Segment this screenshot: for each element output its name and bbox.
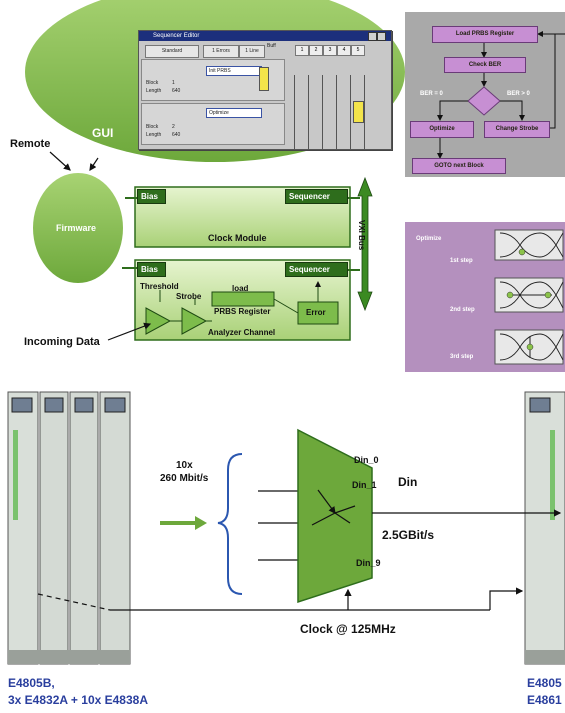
- input-arrow: [160, 516, 207, 530]
- step-2-label: 2nd step: [450, 307, 475, 313]
- col-num: 1: [295, 45, 309, 56]
- vxi-bus-label: VXI Bus: [357, 220, 366, 250]
- tab-errors[interactable]: 1 Errors: [203, 45, 239, 58]
- block-label: Block: [146, 80, 158, 86]
- length-value: 640: [172, 88, 180, 94]
- step-1-label: 1st step: [450, 258, 473, 264]
- step-3-label: 3rd step: [450, 354, 473, 360]
- eye-diagram-2: [495, 278, 563, 312]
- check-ber-box: Check BER: [444, 57, 526, 73]
- gui-label: GUI: [92, 126, 113, 140]
- block-label: Block: [146, 124, 158, 130]
- block-value: 1: [172, 80, 175, 86]
- output-label: Din: [398, 475, 417, 489]
- optimize-title: Optimize: [416, 236, 441, 242]
- goto-next-block-box: GOTO next Block: [412, 158, 506, 174]
- ber-nonzero-label: BER > 0: [507, 91, 530, 97]
- block-2-panel: Block 2 Length 640 Optimize: [141, 103, 285, 145]
- eye-diagram-1: [495, 230, 563, 260]
- left-rack-line2: 3x E4832A + 10x E4838A: [8, 693, 148, 707]
- remote-label: Remote: [10, 138, 50, 150]
- input-rate-label: 260 Mbit/s: [160, 473, 208, 484]
- eye-diagram-3: [495, 330, 563, 364]
- scroll-marker[interactable]: [259, 67, 269, 91]
- load-label: load: [232, 284, 248, 293]
- clock-sequencer-box: Sequencer: [285, 189, 348, 204]
- block-2-field[interactable]: Optimize: [206, 108, 262, 118]
- incoming-data-label: Incoming Data: [24, 336, 100, 348]
- right-rack: [525, 392, 565, 664]
- clock-label: Clock @ 125MHz: [300, 622, 396, 636]
- sequencer-editor-window: Sequencer Editor Standard 1 Errors 1 Lin…: [138, 30, 392, 150]
- close-icon[interactable]: [377, 32, 386, 41]
- analyzer-channel-label: Analyzer Channel: [208, 328, 275, 337]
- col-num: 2: [309, 45, 323, 56]
- buff-label: Buff: [267, 43, 276, 49]
- clock-bias-box: Bias: [137, 189, 166, 204]
- right-rack-line1: E4805: [527, 676, 562, 690]
- firmware-label: Firmware: [56, 223, 96, 233]
- change-strobe-box: Change Strobe: [484, 121, 550, 138]
- col-num: 5: [351, 45, 365, 56]
- right-rack-line2: E4861: [527, 693, 562, 707]
- error-label: Error: [306, 308, 326, 317]
- tab-line[interactable]: 1 Line: [239, 45, 265, 58]
- length-value: 640: [172, 132, 180, 138]
- block-value: 2: [172, 124, 175, 130]
- brace: [218, 454, 242, 594]
- col-num: 4: [337, 45, 351, 56]
- analyzer-sequencer-box: Sequencer: [285, 262, 348, 277]
- din0-label: Din_0: [354, 455, 379, 465]
- output-rate-label: 2.5GBit/s: [382, 528, 434, 542]
- left-rack-line1: E4805B,: [8, 676, 55, 690]
- din9-label: Din_9: [356, 558, 381, 568]
- input-count-label: 10x: [176, 460, 193, 471]
- optimize-box: Optimize: [410, 121, 474, 138]
- col-num: 3: [323, 45, 337, 56]
- length-label: Length: [146, 132, 161, 138]
- strobe-label: Strobe: [176, 292, 201, 301]
- ber-zero-label: BER = 0: [420, 91, 443, 97]
- analyzer-bias-box: Bias: [137, 262, 166, 277]
- left-rack: [8, 392, 130, 664]
- threshold-label: Threshold: [140, 282, 179, 291]
- scroll-marker[interactable]: [353, 101, 364, 123]
- length-label: Length: [146, 88, 161, 94]
- minimize-icon[interactable]: [368, 32, 377, 41]
- window-title: Sequencer Editor: [139, 31, 391, 41]
- clock-module-label: Clock Module: [208, 233, 267, 243]
- prbs-register-label: PRBS Register: [214, 307, 270, 316]
- tab-standard[interactable]: Standard: [145, 45, 199, 58]
- din1-label: Din_1: [352, 480, 377, 490]
- block-1-field[interactable]: Init PRBS: [206, 66, 262, 76]
- load-prbs-box: Load PRBS Register: [432, 26, 538, 43]
